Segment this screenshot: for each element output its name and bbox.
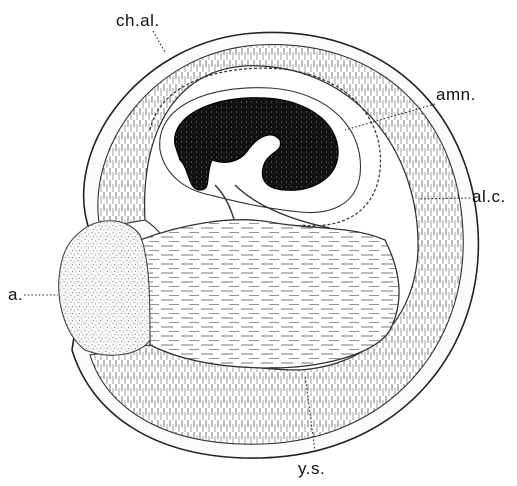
svg-text:amn.: amn. [436, 85, 476, 104]
svg-text:a.: a. [8, 285, 23, 304]
svg-text:al.c.: al.c. [472, 187, 506, 206]
albumen-mass [59, 221, 150, 355]
yolk-sac [140, 220, 399, 368]
label-ch-al: ch.al. [116, 11, 165, 52]
label-a: a. [8, 285, 58, 304]
svg-text:ch.al.: ch.al. [116, 11, 160, 30]
svg-text:y.s.: y.s. [298, 459, 325, 478]
